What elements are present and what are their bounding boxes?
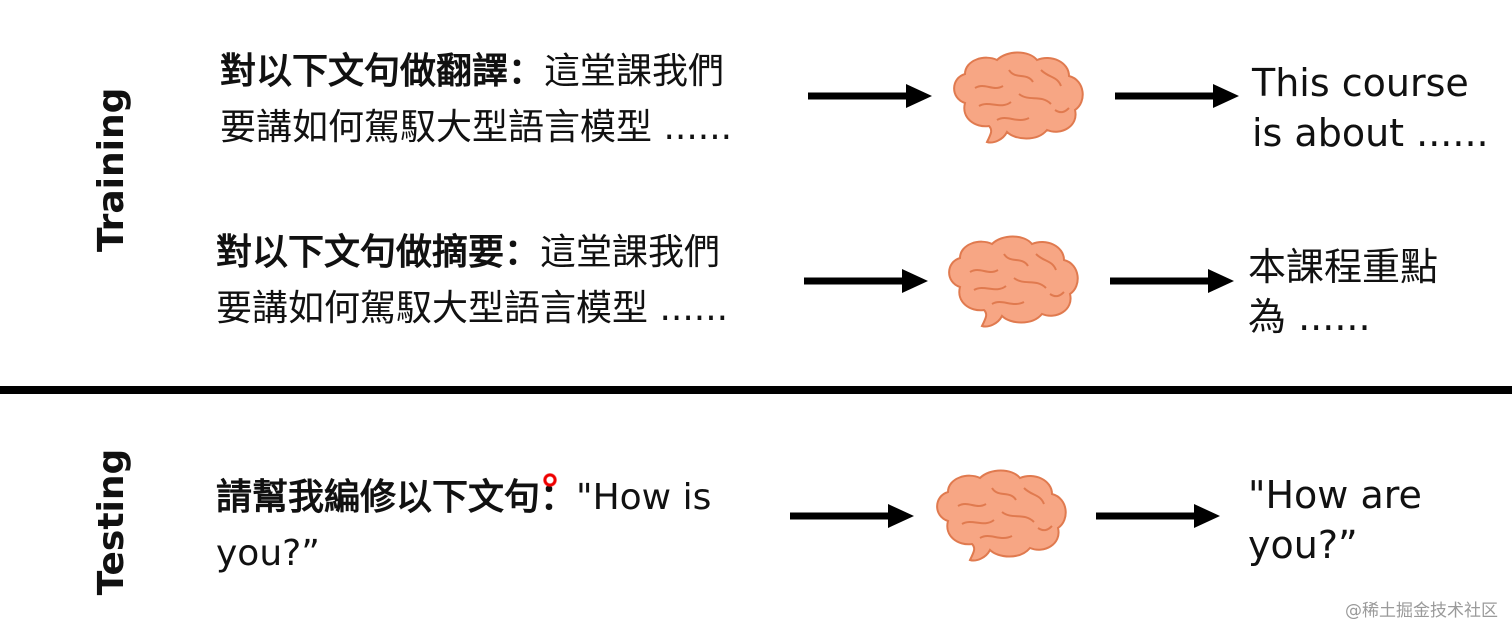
arrow-right-icon <box>790 504 914 528</box>
row2-sep: ： <box>504 232 541 273</box>
arrow-right-icon <box>1115 84 1239 108</box>
brain-icon <box>936 469 1067 562</box>
section-divider <box>0 386 1512 394</box>
row3-output-line2: you?” <box>1248 523 1358 567</box>
row1-task: 對以下文句做翻譯 <box>220 51 509 92</box>
row3-input: 請幫我編修以下文句："How is you?” <box>216 470 711 582</box>
row2-output-line1: 本課程重點 <box>1248 245 1439 289</box>
row1-output-line1: This course <box>1252 61 1469 105</box>
watermark: @稀土掘金技术社区 <box>1345 601 1498 621</box>
laser-pointer-icon <box>543 473 557 487</box>
brain-icon <box>948 235 1079 328</box>
row2-text-line1: 這堂課我們 <box>540 232 721 273</box>
row1-text-line1: 這堂課我們 <box>544 51 725 92</box>
row1-input: 對以下文句做翻譯：這堂課我們 要講如何駕馭大型語言模型 ...... <box>220 44 732 156</box>
row2-task: 對以下文句做摘要 <box>216 232 505 273</box>
arrow-right-icon <box>1110 269 1234 293</box>
brain-icon <box>953 51 1084 144</box>
testing-label: Testing <box>91 448 132 596</box>
row1-text-line2: 要講如何駕馭大型語言模型 ...... <box>220 107 733 148</box>
row1-output: This course is about ...... <box>1252 58 1489 158</box>
row3-output: "How are you?” <box>1248 470 1422 570</box>
arrow-right-icon <box>808 84 932 108</box>
training-label: Training <box>91 87 132 252</box>
row3-text-line1: "How is <box>576 477 712 518</box>
row2-output-line2: 為 ...... <box>1248 295 1371 339</box>
row3-text-line2: you?” <box>216 533 320 574</box>
arrow-right-icon <box>1096 504 1220 528</box>
row2-output: 本課程重點 為 ...... <box>1248 242 1438 342</box>
row1-sep: ： <box>508 51 545 92</box>
row2-text-line2: 要講如何駕馭大型語言模型 ...... <box>216 288 729 329</box>
row3-output-line1: "How are <box>1248 473 1422 517</box>
row3-task: 請幫我編修以下文句 <box>216 477 541 518</box>
arrow-right-icon <box>804 269 928 293</box>
row1-output-line2: is about ...... <box>1252 111 1489 155</box>
row2-input: 對以下文句做摘要：這堂課我們 要講如何駕馭大型語言模型 ...... <box>216 225 728 337</box>
